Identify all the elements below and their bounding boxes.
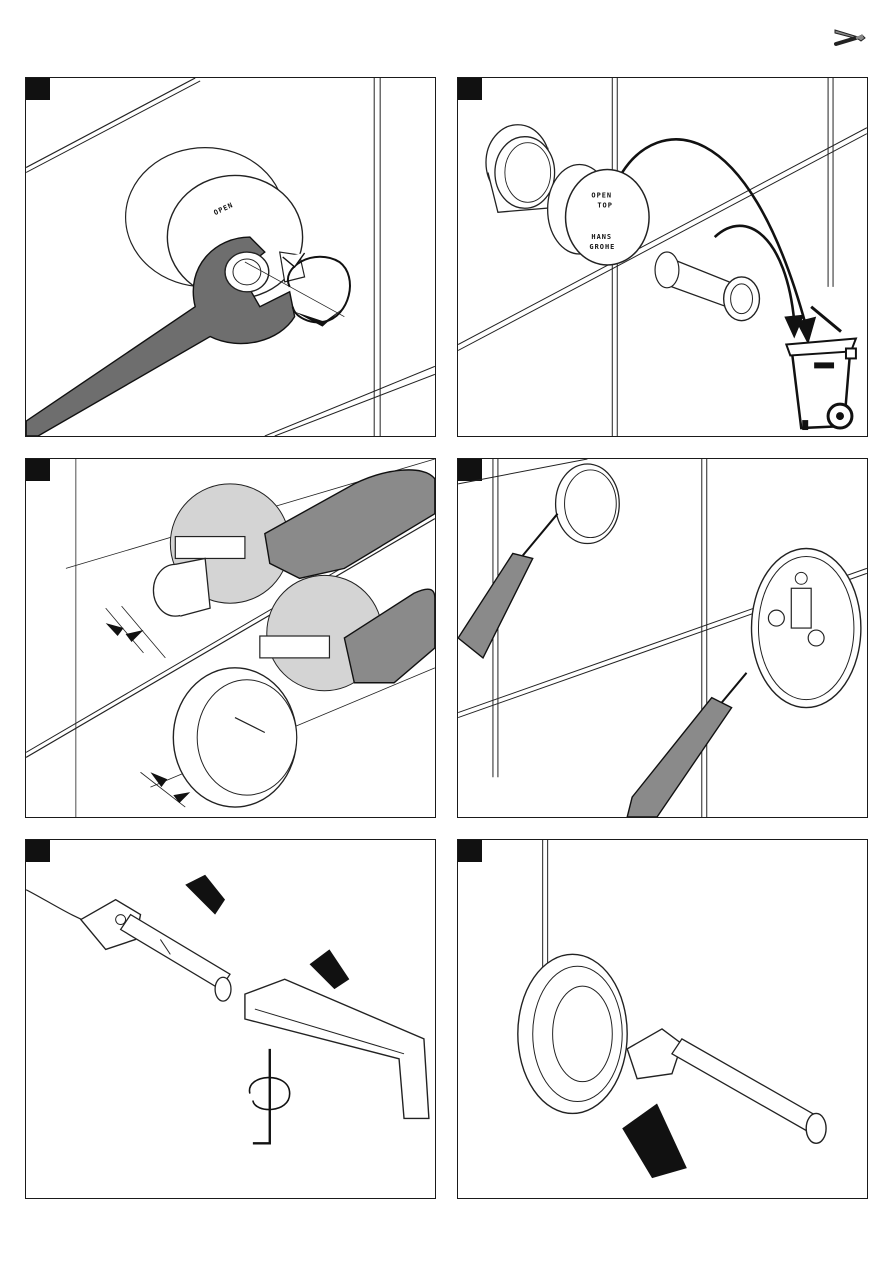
svg-text:TOP: TOP: [597, 201, 613, 209]
step-panel-2: OPEN TOP HANS GROHE: [457, 77, 868, 437]
svg-text:OPEN: OPEN: [591, 191, 612, 199]
install-trim-illustration: [458, 840, 867, 1198]
step-panel-5: [25, 839, 436, 1199]
step-panel-4: [457, 458, 868, 818]
seal-illustration: [458, 459, 867, 817]
step-panel-3: [25, 458, 436, 818]
spout-assembly-illustration: [26, 840, 435, 1198]
sealant-gun-icon: [458, 553, 533, 657]
remove-cover-wrench-illustration: OPEN: [26, 78, 435, 436]
svg-text:HANS: HANS: [591, 233, 612, 241]
hex-key-icon: [253, 1049, 270, 1143]
wrench-screwdriver-icon: [832, 24, 866, 50]
step-panel-6: [457, 839, 868, 1199]
step-panel-1: OPEN: [25, 77, 436, 437]
dispose-parts-illustration: OPEN TOP HANS GROHE: [458, 78, 867, 436]
saw-icon: [265, 470, 435, 578]
svg-text:GROHE: GROHE: [589, 243, 615, 251]
cut-sleeve-illustration: [26, 459, 435, 817]
push-arrow-icon: [622, 1104, 687, 1179]
